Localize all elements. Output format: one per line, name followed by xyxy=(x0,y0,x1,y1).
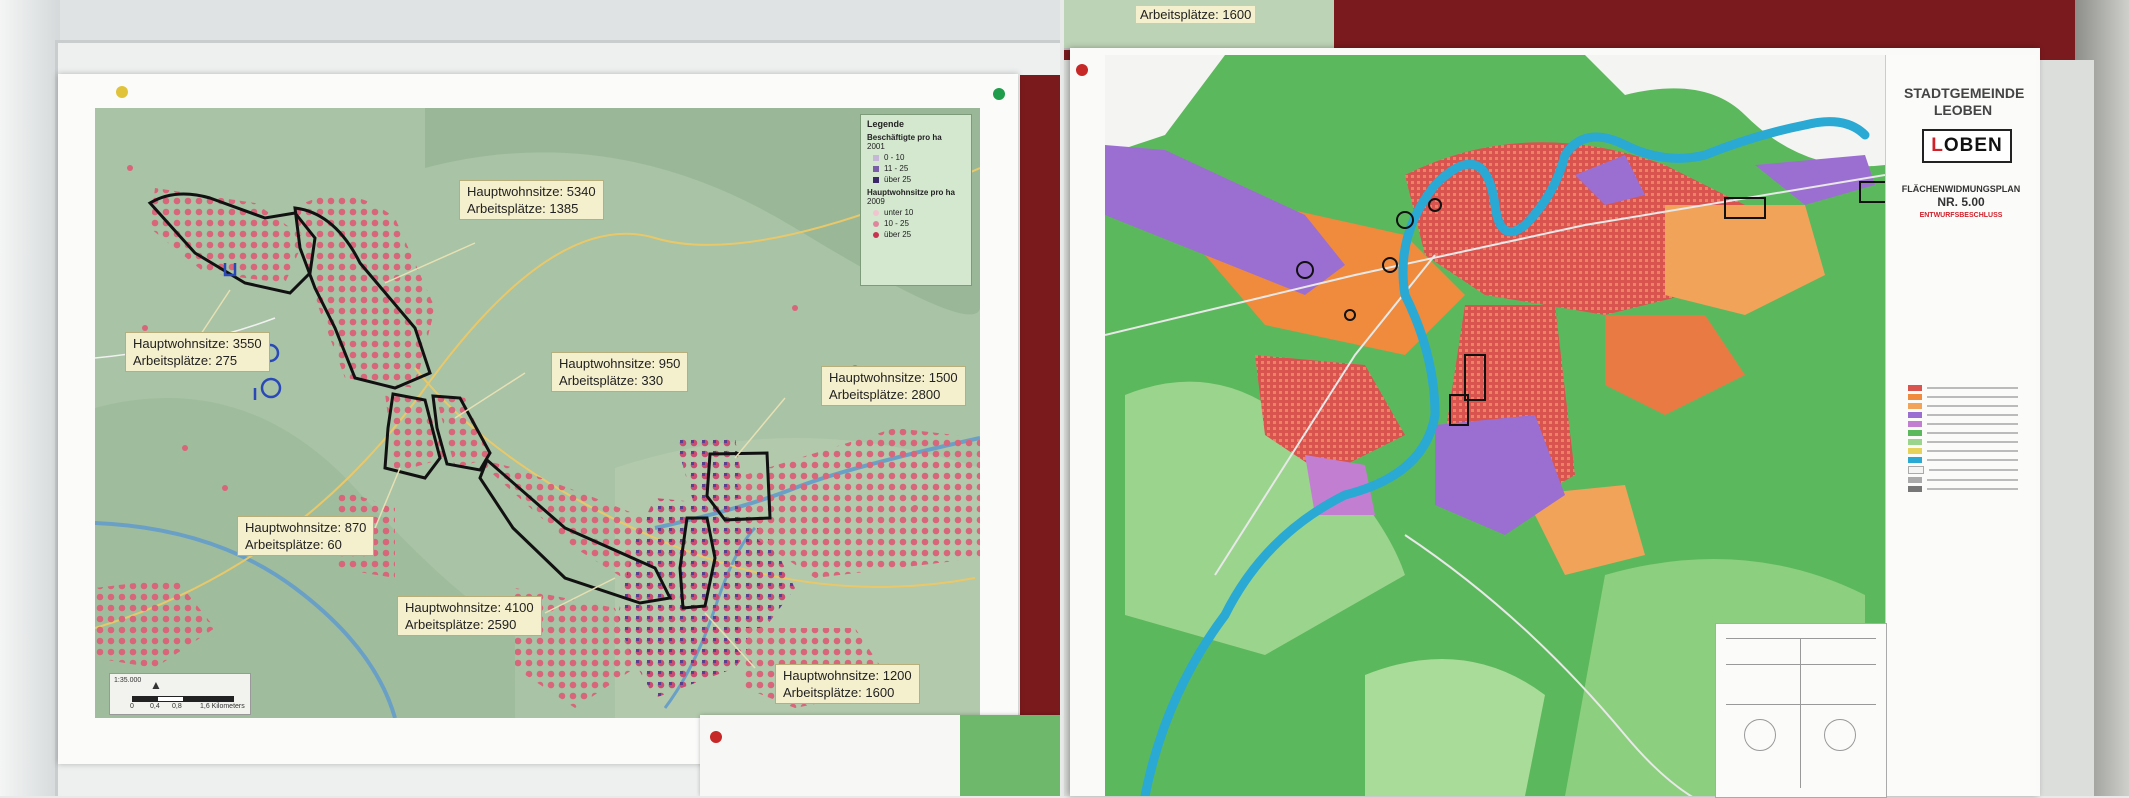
map-legend: Legende Beschäftigte pro ha 2001 0 - 10 … xyxy=(860,114,972,286)
pin-red xyxy=(1076,64,1088,76)
legend-swatches xyxy=(1908,385,2018,495)
municipality-title: STADTGEMEINDE LEOBEN xyxy=(1904,85,2025,118)
zoning-map xyxy=(1105,55,1885,796)
zoning-canvas xyxy=(1105,55,1885,796)
leoben-logo: LOBEN xyxy=(1922,129,2012,163)
lower-sheet-map xyxy=(960,715,1060,796)
legend-row: über 25 xyxy=(873,230,965,239)
legend-row: 10 - 25 xyxy=(873,219,965,228)
map-canvas xyxy=(95,108,980,718)
top-sheet: Arbeitsplätze: 1600 xyxy=(1064,0,1334,50)
pin-green xyxy=(993,88,1005,100)
legend-row: unter 10 xyxy=(873,208,965,217)
scale-ratio: 1:35.000 xyxy=(114,677,142,684)
legend-row: 0 - 10 xyxy=(873,153,965,162)
legend-heading-employees: Beschäftigte pro ha xyxy=(867,133,942,142)
legend-year-residents: 2009 xyxy=(867,197,885,206)
red-wall xyxy=(1020,75,1060,715)
legend-row: 11 - 25 xyxy=(873,164,965,173)
legend-title: Legende xyxy=(867,119,905,129)
lower-sheet xyxy=(700,715,1060,796)
legend-table xyxy=(1715,623,1887,798)
plan-legend: STADTGEMEINDE LEOBEN LOBEN FLÄCHENWIDMUN… xyxy=(1885,55,2036,796)
scale-graduation xyxy=(132,696,234,702)
plan-title: FLÄCHENWIDMUNGSPLAN NR. 5.00 ENTWURFSBES… xyxy=(1901,184,2021,219)
top-callout: Arbeitsplätze: 1600 xyxy=(1136,6,1256,23)
north-arrow-icon: ▲ xyxy=(150,678,162,692)
pin-yellow xyxy=(116,86,128,98)
legend-year-employees: 2001 xyxy=(867,142,885,151)
scale-bar: 1:35.000 ▲ 0 0,4 0,8 1,6 Kilometers xyxy=(109,673,251,715)
wall xyxy=(0,0,60,796)
legend-row: über 25 xyxy=(873,175,965,184)
legend-heading-residents: Hauptwohnsitze pro ha xyxy=(867,188,955,197)
pin-red xyxy=(710,731,722,743)
